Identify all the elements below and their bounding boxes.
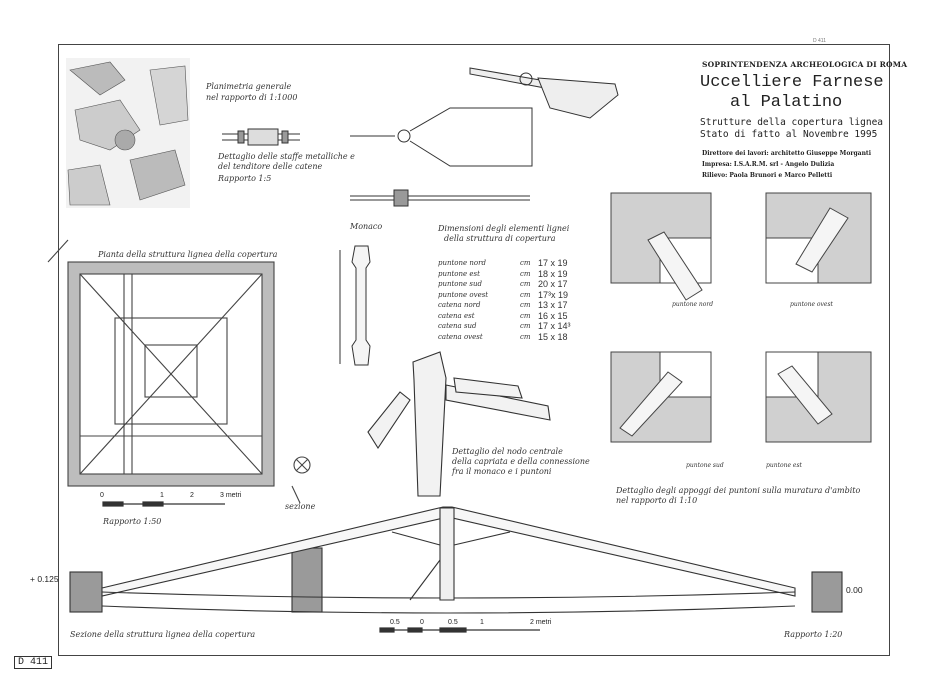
section-scale-tick-2: 0 xyxy=(420,619,424,626)
plan-scale-1: 1 xyxy=(160,492,164,499)
section-scale: Rapporto 1:20 xyxy=(784,630,843,639)
support-label-sud: puntone sud xyxy=(686,462,724,469)
bracket-detail xyxy=(222,67,619,207)
detail-caption-1: Dettaglio delle staffe metalliche e xyxy=(218,152,355,161)
dims-title-2: della struttura di copertura xyxy=(444,234,556,243)
dims-title-1: Dimensioni degli elementi lignei xyxy=(438,224,570,233)
agency-name: SOPRINTENDENZA ARCHEOLOGICA DI ROMA xyxy=(702,60,908,69)
corner-marks: D 411 xyxy=(813,38,826,44)
section-scale-bar xyxy=(379,627,540,633)
plan-title: Pianta della struttura lignea della cope… xyxy=(98,250,278,259)
central-node-detail xyxy=(367,351,551,497)
credit-firm: Impresa: I.S.A.R.M. srl - Angelo Dulizia xyxy=(702,161,835,168)
roof-plan xyxy=(47,239,311,504)
sheet-number: D 411 xyxy=(14,656,53,669)
node-caption-3: fra il monaco e i puntoni xyxy=(452,467,552,476)
section-title: Sezione della struttura lignea della cop… xyxy=(70,630,256,639)
support-label-ovest: puntone ovest xyxy=(790,301,833,308)
monaco-label: Monaco xyxy=(350,222,383,231)
plan-scale-bar xyxy=(102,501,225,507)
supports-caption-2: nel rapporto di 1:10 xyxy=(616,496,698,505)
title-line-2: al Palatino xyxy=(730,93,843,112)
supports-caption-1: Dettaglio degli appoggi dei puntoni sull… xyxy=(616,486,861,495)
section-scale-tick-3: 0.5 xyxy=(448,619,458,626)
subtitle-line-2: Stato di fatto al Novembre 1995 xyxy=(700,129,878,140)
section-scale-tick-1: 0.5 xyxy=(390,619,400,626)
support-label-est: puntone est xyxy=(766,462,802,469)
detail-scale: Rapporto 1:5 xyxy=(218,174,272,183)
level-right: 0.00 xyxy=(846,585,863,595)
plan-scale-2: 2 xyxy=(190,492,194,499)
plan-scale: Rapporto 1:50 xyxy=(103,517,162,526)
section-scale-tick-5: 2 metri xyxy=(530,619,552,626)
plan-scale-3: 3 metri xyxy=(220,492,242,499)
credit-survey: Rilievo: Paola Brunori e Marco Pelletti xyxy=(702,172,833,179)
node-caption-1: Dettaglio del nodo centrale xyxy=(452,447,563,456)
detail-caption-2: del tenditore delle catene xyxy=(218,162,323,171)
node-caption-2: della capriata e della connessione xyxy=(452,457,590,466)
support-label-nord: puntone nord xyxy=(672,301,714,308)
subtitle-line-1: Strutture della copertura lignea xyxy=(700,117,884,128)
truss-section xyxy=(69,506,843,614)
site-plan-caption: Planimetria generale xyxy=(206,82,292,91)
support-details xyxy=(610,192,872,443)
level-left: + 0.125 xyxy=(30,574,59,584)
king-post-monaco xyxy=(339,245,371,366)
section-scale-tick-4: 1 xyxy=(480,619,484,626)
title-line-1: Uccelliere Farnese xyxy=(700,73,884,92)
credit-director: Direttore dei lavori: architetto Giusepp… xyxy=(702,150,871,157)
section-marker-label: sezione xyxy=(285,502,316,511)
site-plan-scale: nel rapporto di 1:1000 xyxy=(206,93,298,102)
site-plan-map xyxy=(66,58,190,208)
plan-scale-0: 0 xyxy=(100,492,104,499)
